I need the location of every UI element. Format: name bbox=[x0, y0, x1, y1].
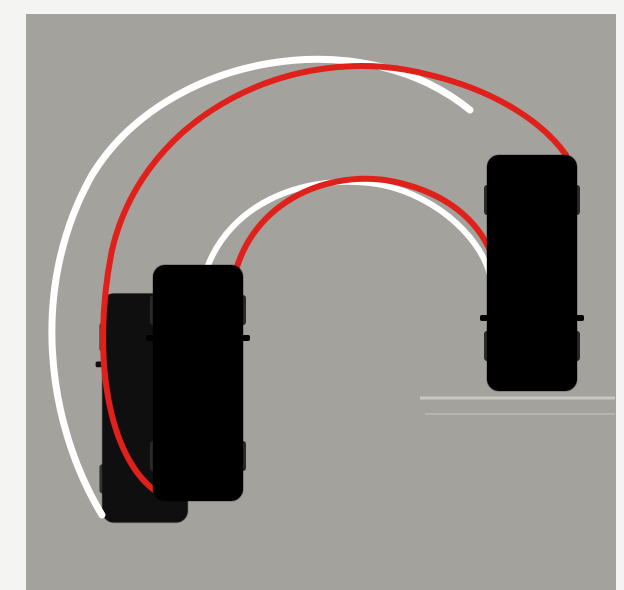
turning-car-start bbox=[146, 265, 250, 501]
turning-car-end bbox=[480, 155, 584, 391]
